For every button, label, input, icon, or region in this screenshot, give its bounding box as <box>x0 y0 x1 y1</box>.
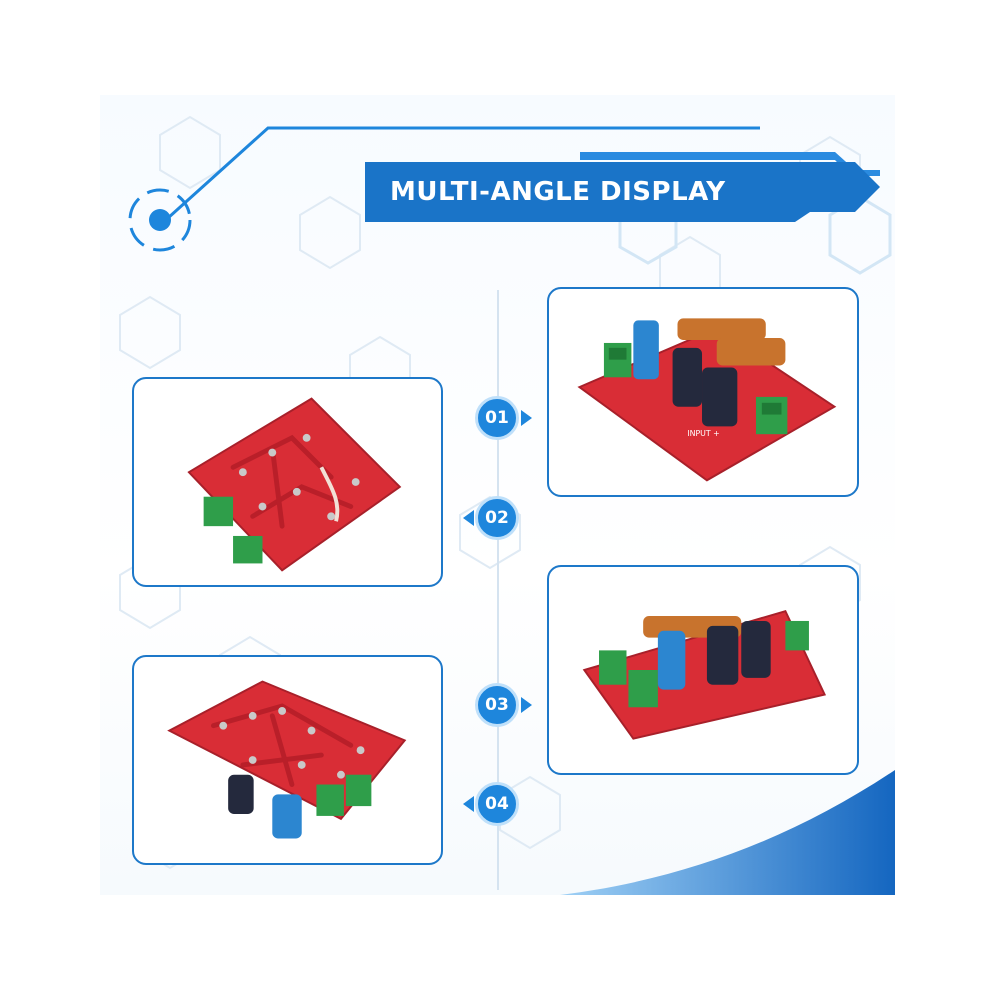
pointer-right-icon <box>521 697 532 713</box>
corner-swoosh <box>560 770 895 895</box>
pointer-left-icon <box>463 510 474 526</box>
title-banner <box>365 152 880 222</box>
step-number: 03 <box>485 695 509 715</box>
timeline-line <box>497 290 499 890</box>
svg-text:INPUT +: INPUT + <box>687 429 719 438</box>
crossover-board-image <box>167 680 407 839</box>
view-card-02 <box>132 377 443 587</box>
step-badge-02: 02 <box>475 496 519 540</box>
step-badge-01: 01 <box>475 396 519 440</box>
crossover-board-image <box>582 609 827 740</box>
step-number: 01 <box>485 408 509 428</box>
step-number: 04 <box>485 794 509 814</box>
step-number: 02 <box>485 508 509 528</box>
crossover-board-image: INPUT + <box>577 318 837 482</box>
step-badge-04: 04 <box>475 782 519 826</box>
view-card-04 <box>132 655 443 865</box>
target-icon <box>149 209 171 231</box>
step-badge-03: 03 <box>475 683 519 727</box>
crossover-board-image <box>187 397 402 572</box>
decorative-connector <box>128 126 760 252</box>
page-title: MULTI-ANGLE DISPLAY <box>390 177 726 207</box>
view-card-01: INPUT + <box>547 287 859 497</box>
pointer-right-icon <box>521 410 532 426</box>
pointer-left-icon <box>463 796 474 812</box>
view-card-03 <box>547 565 859 775</box>
